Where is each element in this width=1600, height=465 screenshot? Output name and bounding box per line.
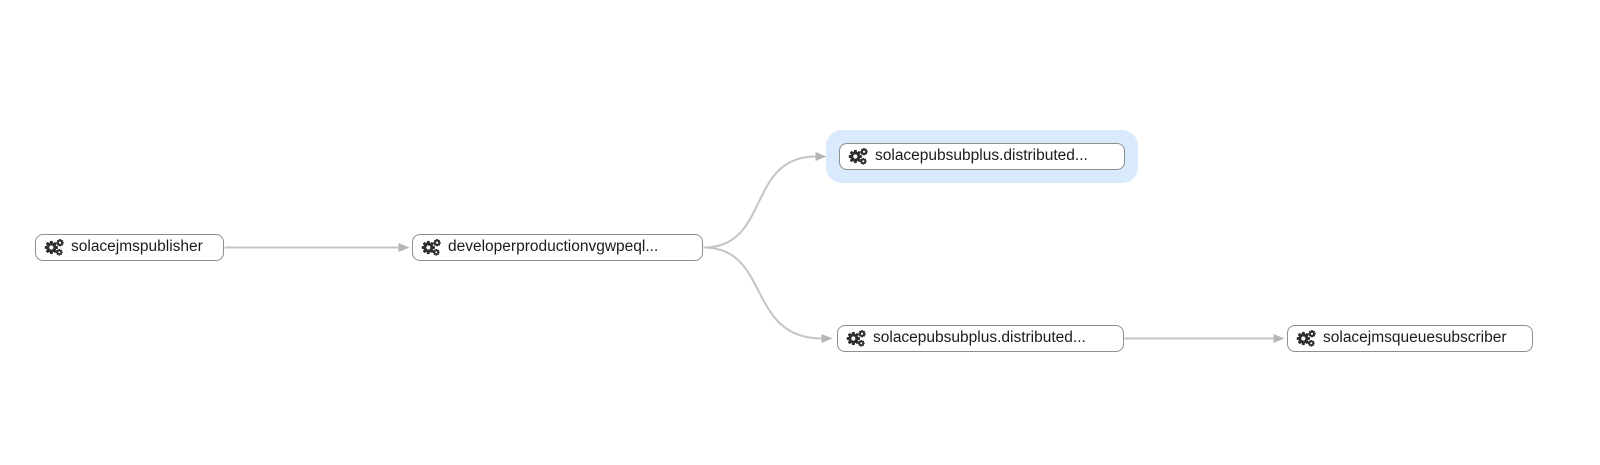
node-label: solacepubsubplus.distributed...	[875, 147, 1088, 165]
node-label: solacejmspublisher	[71, 238, 203, 256]
node-label: solacepubsubplus.distributed...	[873, 329, 1086, 347]
gears-icon	[421, 238, 441, 256]
node-label: developerproductionvgwpeql...	[448, 238, 659, 256]
edge-n2-n4	[703, 246, 833, 343]
gears-icon	[846, 329, 866, 347]
graph-node-solacepubsubplus-bottom[interactable]: solacepubsubplus.distributed...	[837, 325, 1124, 352]
edge-n2-n3	[703, 152, 827, 249]
gears-icon	[848, 147, 868, 165]
node-label: solacejmsqueuesubscriber	[1323, 329, 1507, 347]
graph-node-solacepubsubplus-top[interactable]: solacepubsubplus.distributed...	[839, 143, 1125, 170]
gears-icon	[44, 238, 64, 256]
gears-icon	[1296, 329, 1316, 347]
graph-node-developerproduction[interactable]: developerproductionvgwpeql...	[412, 234, 703, 261]
graph-node-solacejmsqueuesubscriber[interactable]: solacejmsqueuesubscriber	[1287, 325, 1533, 352]
graph-node-solacejmspublisher[interactable]: solacejmspublisher	[35, 234, 224, 261]
